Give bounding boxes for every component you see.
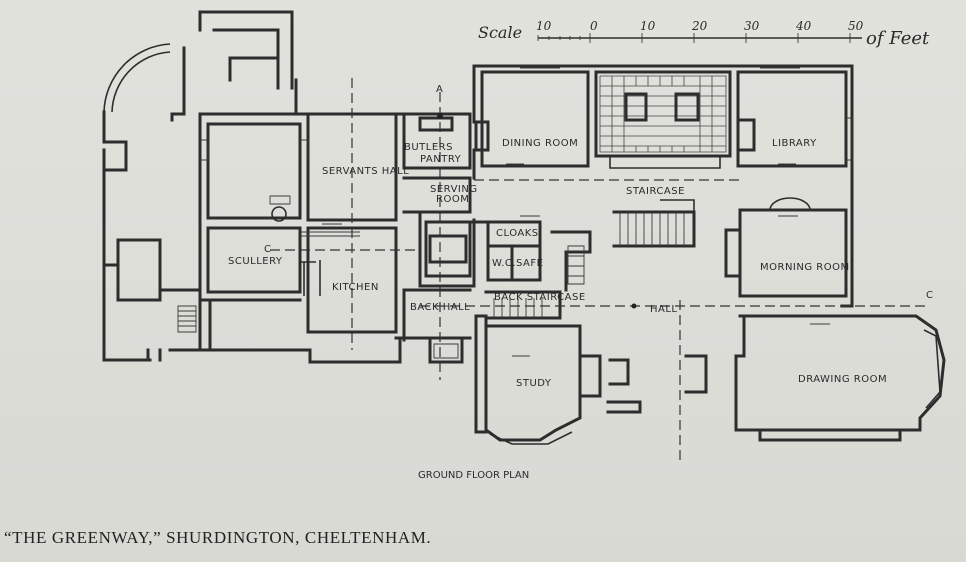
scale-tick-3: 20 bbox=[691, 19, 708, 33]
room-label-butlers: BUTLERS bbox=[404, 142, 453, 153]
main-house bbox=[472, 64, 854, 202]
back-staircase bbox=[484, 290, 562, 320]
scale-tick-6: 50 bbox=[848, 19, 864, 33]
room-label-serving: SERVING bbox=[430, 184, 478, 195]
scale-tick-4: 30 bbox=[744, 19, 760, 33]
room-label-wc: W.C. bbox=[492, 258, 516, 269]
room-label-study: STUDY bbox=[516, 378, 552, 389]
room-label-dining-room: DINING ROOM bbox=[502, 138, 578, 149]
room-label-library: LIBRARY bbox=[772, 138, 817, 149]
room-label-serving-room: ROOM bbox=[436, 194, 469, 205]
room-label-safe: SAFE bbox=[516, 258, 543, 269]
room-label-servants-hall: SERVANTS HALL bbox=[322, 166, 409, 177]
section-mark-c-right: C bbox=[926, 290, 933, 301]
section-mark-c-left: C bbox=[264, 244, 271, 255]
reception-rooms bbox=[474, 197, 946, 445]
scale-bar: Scale 10 0 10 20 30 40 50 of Feet bbox=[478, 19, 930, 49]
scale-unit: of Feet bbox=[866, 28, 930, 49]
room-label-drawing-room: DRAWING ROOM bbox=[798, 374, 887, 385]
outbuildings bbox=[102, 10, 294, 362]
scale-tick-1: 0 bbox=[590, 19, 598, 33]
room-label-scullery: SCULLERY bbox=[228, 256, 283, 267]
central-service bbox=[394, 112, 592, 364]
scale-tick-2: 10 bbox=[640, 19, 656, 33]
room-label-pantry: PANTRY bbox=[420, 154, 462, 165]
section-mark-a-top: A bbox=[436, 84, 443, 95]
room-label-back-hall: BACK HALL bbox=[410, 302, 470, 313]
caption: “THE GREENWAY,” SHURDINGTON, CHELTENHAM. bbox=[4, 528, 432, 547]
room-label-hall: HALL bbox=[650, 304, 678, 315]
plan-title: GROUND FLOOR PLAN bbox=[418, 470, 530, 481]
scale-label: Scale bbox=[478, 23, 522, 42]
scale-tick-5: 40 bbox=[795, 19, 812, 33]
fireplace-marks bbox=[200, 139, 830, 357]
room-label-cloaks: CLOAKS bbox=[496, 228, 539, 239]
room-label-kitchen: KITCHEN bbox=[332, 282, 379, 293]
room-label-staircase: STAIRCASE bbox=[626, 186, 685, 197]
service-wing bbox=[198, 78, 402, 364]
room-label-back-staircase: BACK STAIRCASE bbox=[494, 292, 586, 303]
scale-tick-0: 10 bbox=[536, 19, 552, 33]
room-label-morning-room: MORNING ROOM bbox=[760, 262, 850, 273]
section-lines bbox=[270, 78, 930, 460]
staircase-grid bbox=[599, 75, 727, 248]
